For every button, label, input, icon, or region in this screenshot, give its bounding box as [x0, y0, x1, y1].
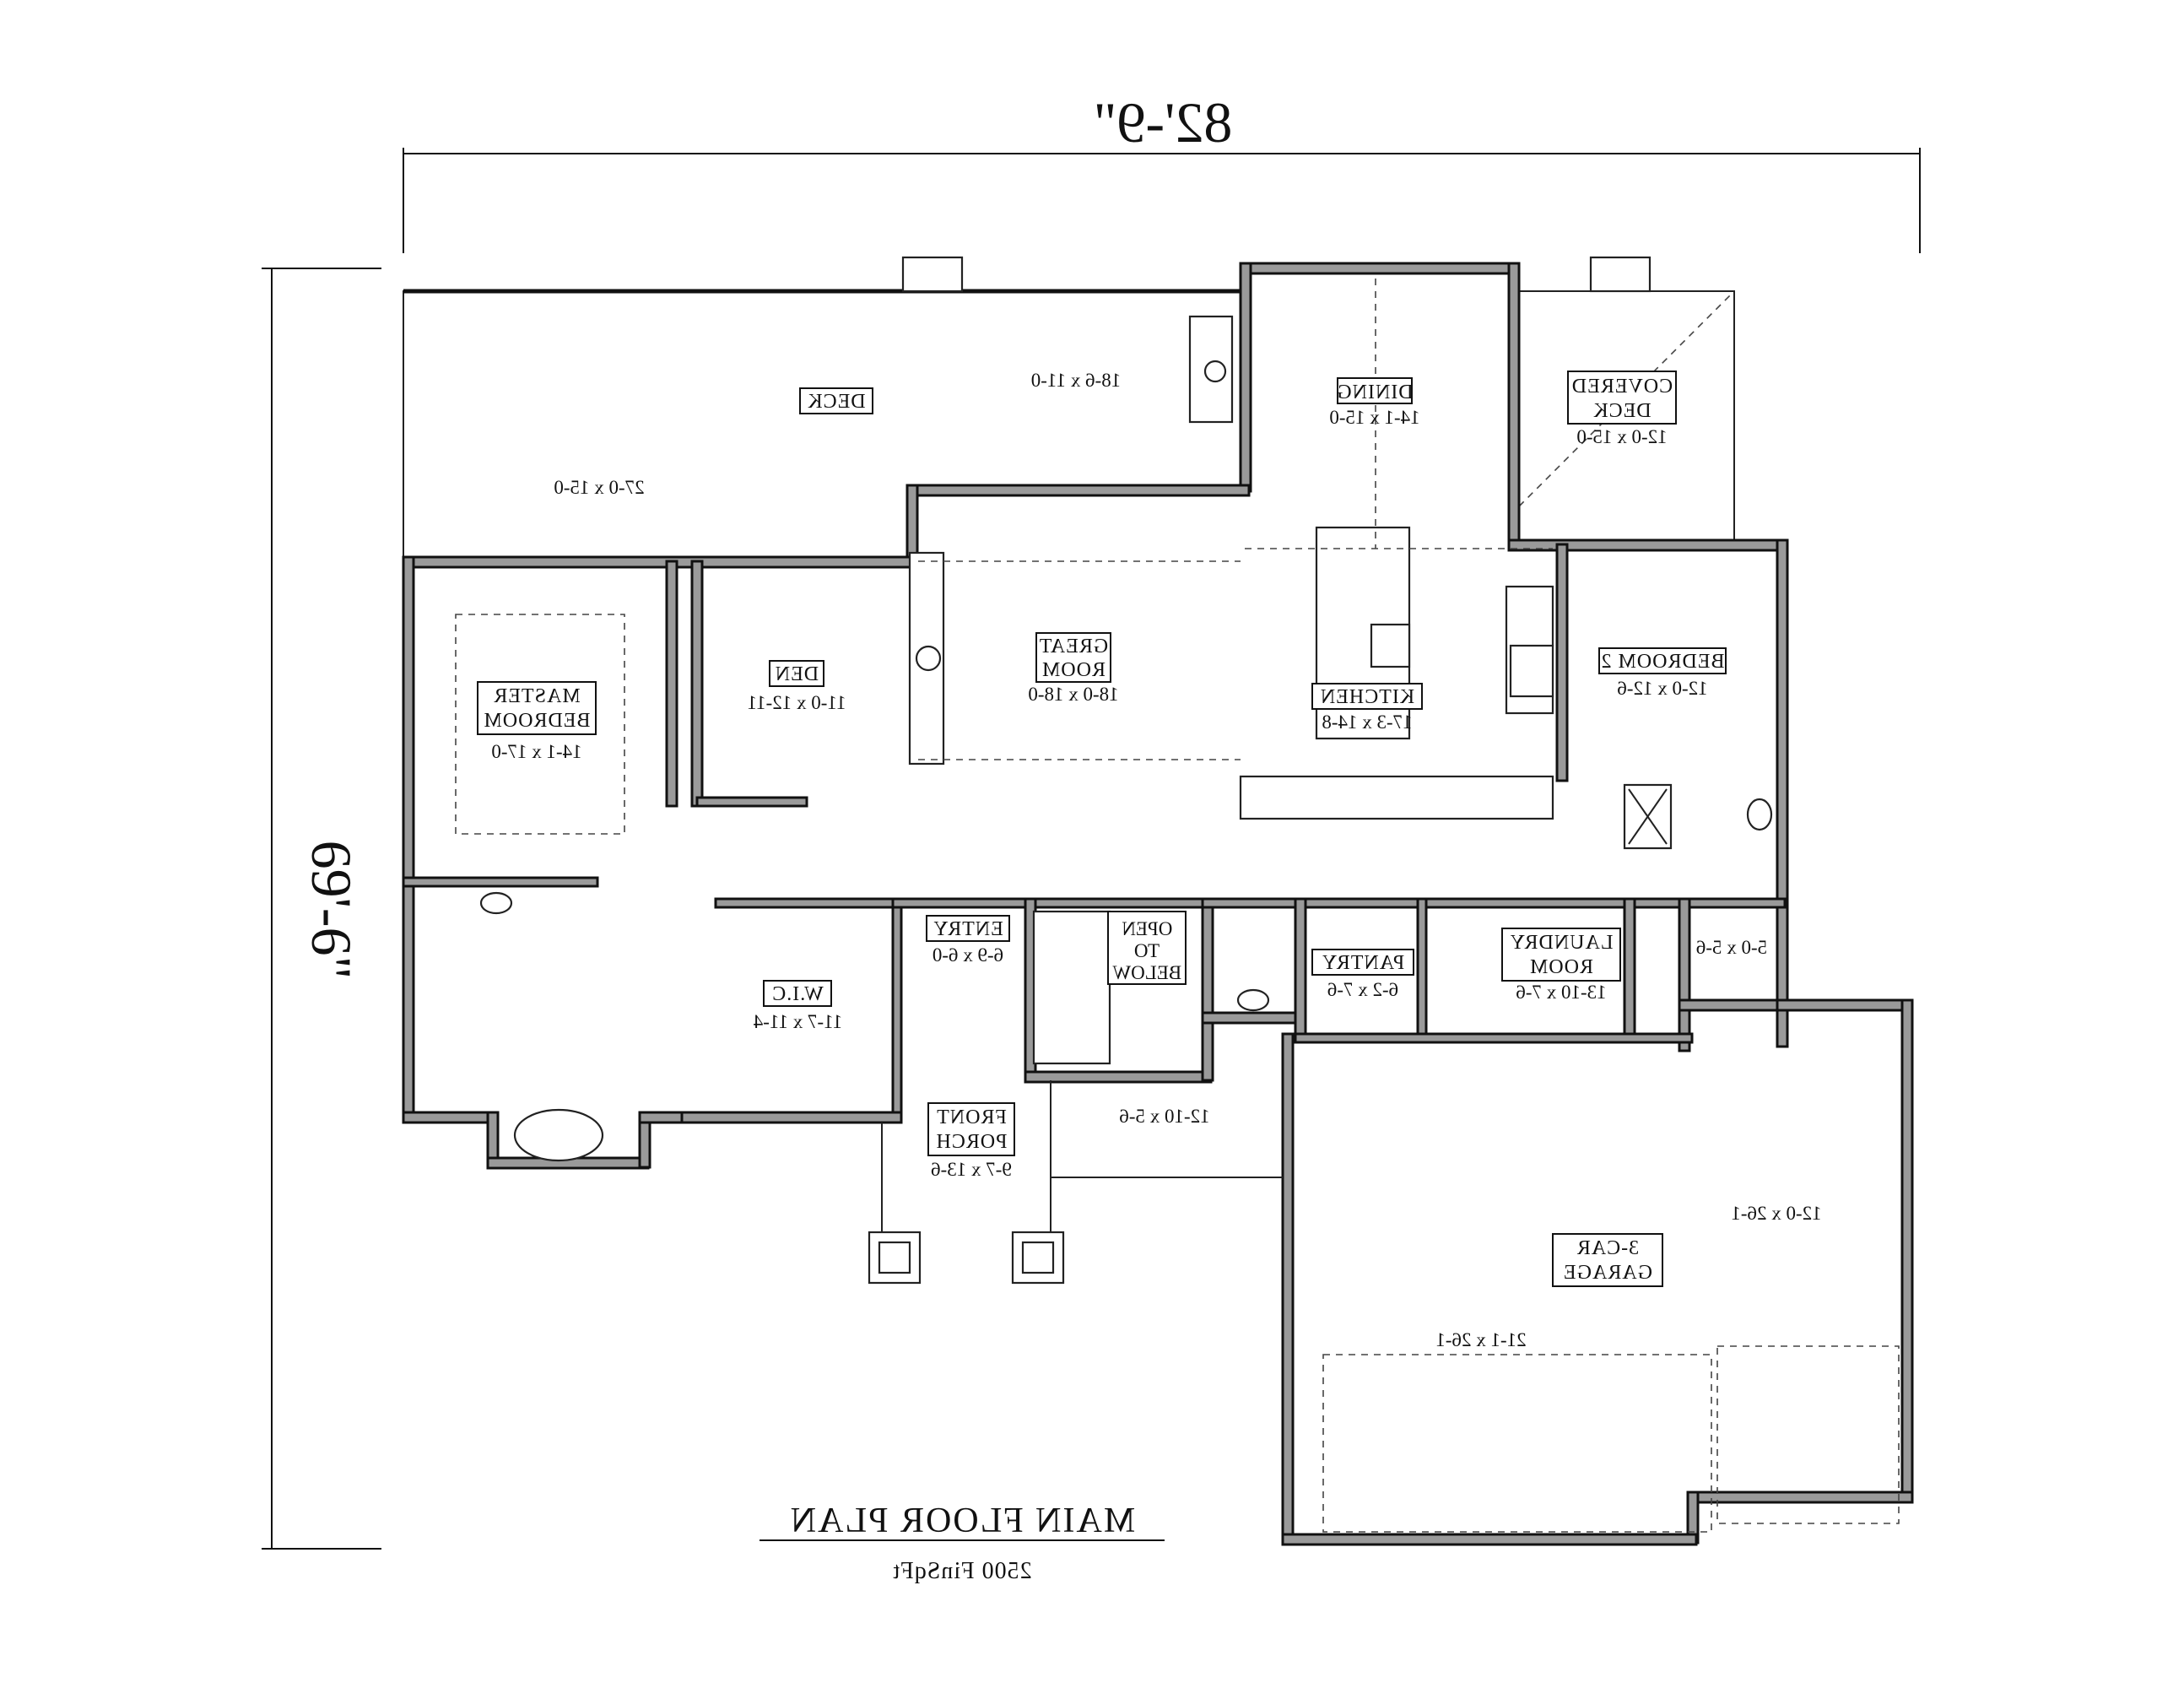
- dining-label: DINING: [1336, 381, 1413, 403]
- great-room-dim: 18-0 x 18-0: [1028, 684, 1118, 705]
- covered-deck-label-1: COVERED: [1571, 376, 1673, 398]
- den-dim: 11-0 x 12-11: [747, 692, 846, 713]
- open-label-3: BELOW: [1112, 962, 1181, 983]
- den-label: DEN: [775, 663, 819, 685]
- porch-side-dim: 12-10 x 5-6: [1119, 1106, 1209, 1127]
- overall-width: 82'-9": [1094, 90, 1233, 154]
- porch-columns: [868, 1080, 1283, 1285]
- open-label-1: OPEN: [1122, 918, 1172, 939]
- plan-title: MAIN FLOOR PLAN: [789, 1501, 1135, 1540]
- deck-dim-left: 27-0 x 15-0: [554, 477, 644, 498]
- room-label-boxes: [477, 371, 1727, 1287]
- deck-label: DECK: [807, 391, 865, 413]
- bedroom2-dim: 12-0 x 12-6: [1617, 678, 1707, 699]
- dimension-lines: [262, 148, 1921, 1550]
- laundry-label-1: LAUNDRY: [1509, 932, 1613, 954]
- pantry-label: PANTRY: [1322, 952, 1404, 974]
- master-dim: 14-1 x 17-0: [491, 741, 581, 762]
- front-porch-label-2: PORCH: [935, 1131, 1007, 1153]
- room-labels: DECK 27-0 x 15-0 18-6 x 11-0 DINING 14-1…: [483, 370, 1821, 1350]
- laundry-label-2: ROOM: [1529, 956, 1593, 978]
- closet-dim: 5-0 x 5-6: [1696, 937, 1767, 958]
- deck-dim-right: 18-6 x 11-0: [1031, 370, 1121, 391]
- master-label-2: BEDROOM: [483, 710, 590, 732]
- kitchen-label: KITCHEN: [1320, 686, 1414, 708]
- front-porch-dim: 9-7 x 13-6: [931, 1159, 1012, 1180]
- garage-dim-2: 21-1 x 26-1: [1435, 1329, 1526, 1350]
- covered-deck-label-2: DECK: [1592, 400, 1651, 422]
- garage-label-1: 3-CAR: [1576, 1237, 1639, 1259]
- entry-dim: 6-9 x 6-0: [933, 944, 1003, 966]
- covered-deck-dim: 12-0 x 15-0: [1576, 426, 1667, 447]
- front-porch-label-1: FRONT: [936, 1106, 1007, 1128]
- dining-dim: 14-1 x 15-0: [1329, 407, 1419, 428]
- bedroom2-label: BEDROOM 2: [1600, 651, 1724, 673]
- plan-subtitle: 2500 FinSqFt: [892, 1558, 1031, 1584]
- open-label-2: TO: [1134, 940, 1160, 961]
- wic-label: W.I.C: [771, 983, 823, 1005]
- garage-label-2: GARAGE: [1563, 1262, 1652, 1284]
- garage-dim-1: 12-0 x 26-1: [1731, 1203, 1821, 1224]
- pantry-dim: 6-2 x 7-6: [1327, 979, 1398, 1000]
- overall-depth: 69'-6": [300, 841, 364, 980]
- great-room-label-1: GREAT: [1039, 636, 1108, 657]
- master-label-1: MASTER: [493, 685, 580, 707]
- kitchen-dim: 17-3 x 14-8: [1322, 711, 1412, 733]
- laundry-dim: 13-10 x 7-6: [1516, 982, 1606, 1003]
- deck-outline: [403, 256, 1735, 562]
- walls: [402, 262, 1914, 1546]
- interior-features: [455, 279, 1900, 1533]
- great-room-label-2: ROOM: [1041, 659, 1106, 681]
- entry-label: ENTRY: [933, 918, 1003, 940]
- wic-dim: 11-7 x 11-4: [753, 1011, 842, 1032]
